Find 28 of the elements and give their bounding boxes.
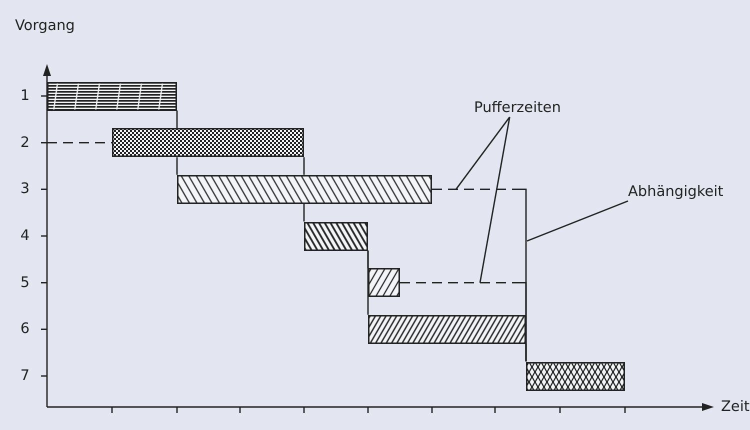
dependency-line [303,204,305,222]
tick-label: 5 [19,274,31,292]
dependency-line [303,157,305,175]
dependency-line [367,250,369,315]
axis-title: Zeit [721,398,750,416]
task-bar [368,268,400,298]
tick-label: 2 [19,134,31,152]
axis-title: Vorgang [15,17,75,35]
callout-label: Pufferzeiten [474,99,561,117]
tick-label: 4 [19,227,31,245]
dependency-line [176,157,178,175]
task-bar [177,174,432,204]
dependency-line [525,344,527,362]
leader-line [455,116,510,190]
tick-label: 7 [19,367,31,385]
task-bar [112,128,304,158]
task-bar [304,222,368,250]
task-bar [368,314,526,344]
tick-label: 6 [19,320,31,338]
task-bar [526,362,625,390]
leader-line [526,200,628,242]
tick-label: 1 [19,87,31,105]
task-bar [47,82,177,110]
callout-label: Abhängigkeit [628,183,724,201]
leader-line [479,116,510,283]
tick-label: 3 [19,180,31,198]
connector-line [47,142,112,144]
dependency-line [176,110,178,128]
